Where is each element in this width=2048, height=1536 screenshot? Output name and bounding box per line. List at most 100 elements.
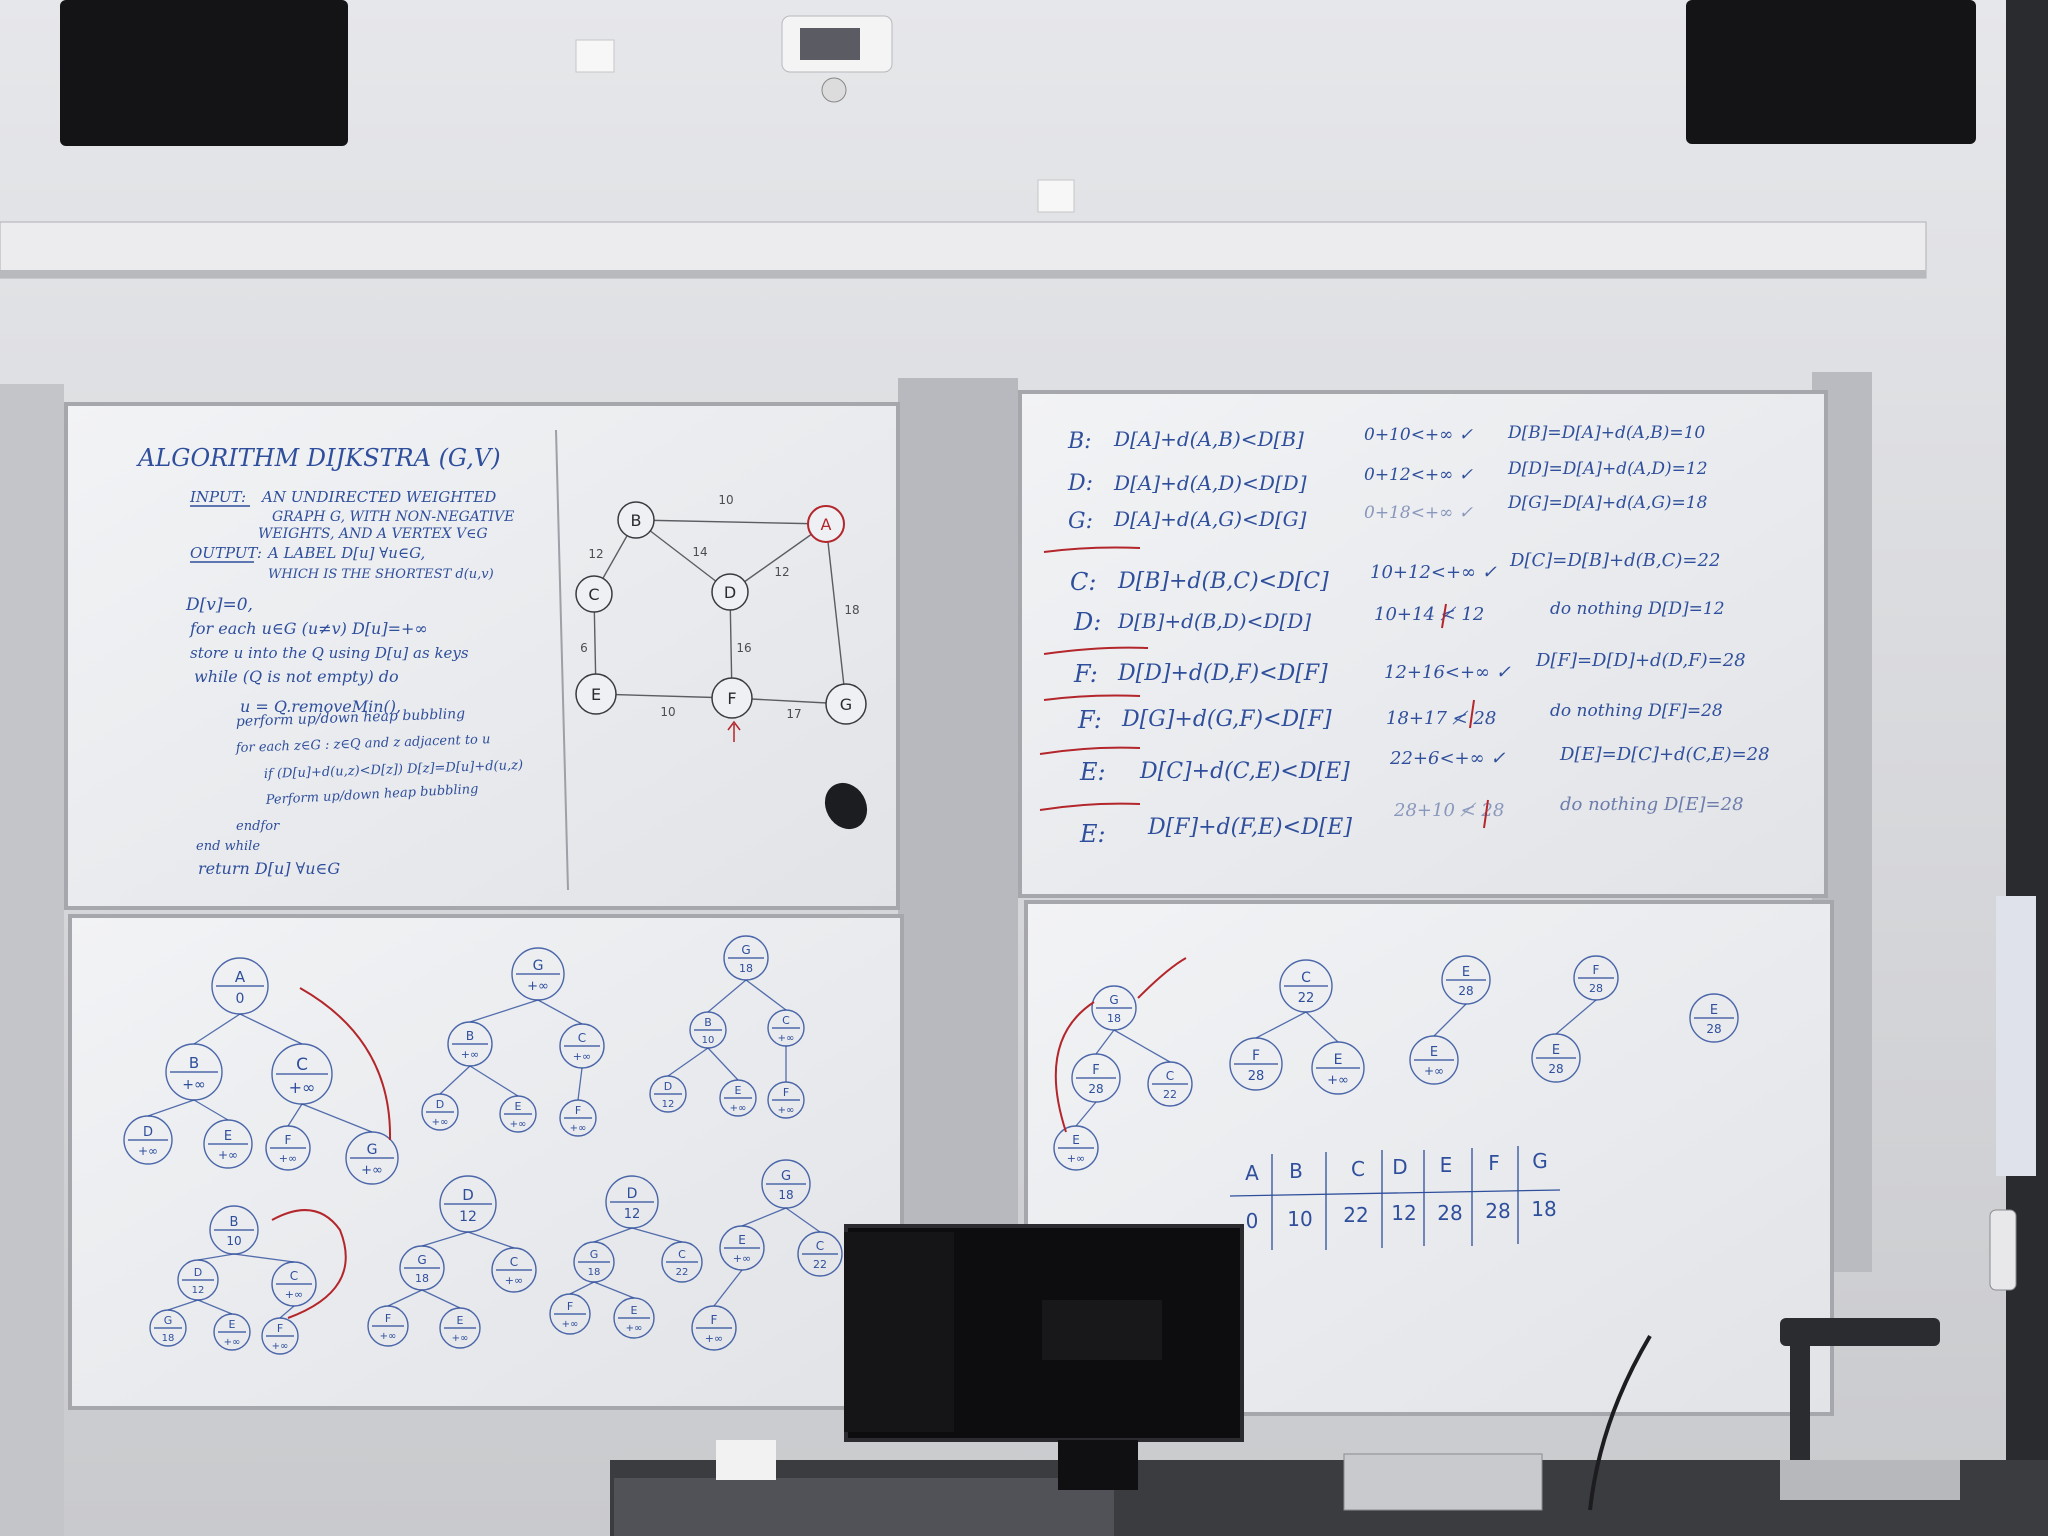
- heap-node-distance: 18: [415, 1272, 429, 1285]
- lectern-top: [614, 1478, 1114, 1536]
- output-line-1: A LABEL D[u] ∀u∈G,: [266, 544, 425, 562]
- heap-node-distance: +∞: [510, 1119, 527, 1130]
- heap-edge: [1075, 1101, 1097, 1127]
- heap-node: [499, 1095, 537, 1133]
- heap-node-distance: +∞: [562, 1319, 579, 1330]
- heap-tree: G+∞B+∞C+∞D+∞E+∞F+∞: [421, 947, 605, 1137]
- heap-edge: [167, 1299, 199, 1311]
- heap-node-distance: +∞: [289, 1078, 316, 1097]
- heap-tree: A0B+∞C+∞D+∞E+∞F+∞G+∞: [123, 957, 399, 1185]
- pseudocode-block: ALGORITHM DIJKSTRA (G,V) INPUT: AN UNDIR…: [136, 444, 523, 878]
- heap-node: [1531, 1033, 1581, 1083]
- graph-node-c: C: [588, 585, 599, 604]
- step-8-calc: 22+6<+∞ ✓: [1389, 748, 1505, 769]
- heap-node-distance: +∞: [218, 1148, 238, 1162]
- heap-node: [1229, 1037, 1283, 1091]
- heap-node-distance: 18: [162, 1333, 175, 1344]
- heap-edge: [197, 1299, 233, 1315]
- heap-node-key: D: [194, 1266, 202, 1279]
- heap-node: [613, 1297, 655, 1339]
- heap-node: [723, 935, 769, 981]
- heap-node: [1573, 955, 1619, 1001]
- heap-node-distance: +∞: [570, 1123, 587, 1134]
- heap-node-key: C: [578, 1031, 586, 1045]
- tissue-box: [716, 1440, 776, 1480]
- heap-node-key: E: [1072, 1133, 1080, 1147]
- step-5-calc: 10+14 ≮ 12: [1374, 604, 1484, 625]
- heap-edge: [469, 1065, 519, 1097]
- heap-node-distance: +∞: [224, 1337, 241, 1348]
- heap-node: [421, 1093, 459, 1131]
- heap-node-key: F: [567, 1300, 573, 1313]
- heap-node: [447, 1021, 493, 1067]
- right-wall-dark: [2006, 0, 2048, 1536]
- code-line-4: while (Q is not empty) do: [194, 667, 399, 686]
- heap-edge: [667, 1047, 709, 1077]
- heap-node-key: B: [189, 1054, 199, 1072]
- step-5-result: do nothing D[D]=12: [1550, 599, 1725, 619]
- step-5-cond: D[B]+d(B,D)<D[D]: [1117, 609, 1311, 633]
- heap-node-key: E: [457, 1314, 464, 1327]
- step-7-node: F:: [1077, 706, 1102, 734]
- heap-node-key: E: [515, 1100, 522, 1113]
- heap-node: [689, 1011, 727, 1049]
- step-4-node: C:: [1070, 568, 1096, 596]
- heap-edge: [741, 1207, 787, 1227]
- control-box: [1343, 1453, 1543, 1511]
- table-value-f: 28: [1485, 1199, 1510, 1223]
- heap-edge: [1095, 1029, 1115, 1055]
- table-value-b: 10: [1287, 1207, 1312, 1231]
- step-9-cond: D[F]+d(F,E)<D[E]: [1147, 815, 1352, 840]
- table-header-c: C: [1351, 1157, 1365, 1181]
- heap-node-key: C: [296, 1055, 308, 1075]
- heap-node-key: E: [735, 1084, 742, 1097]
- heap-edge: [593, 1281, 635, 1299]
- heap-node-distance: 18: [778, 1188, 793, 1202]
- heap-node-distance: +∞: [1424, 1064, 1444, 1078]
- graph-nodes: [575, 501, 867, 725]
- whiteboard-left-upper: [64, 402, 900, 910]
- heap-node-distance: +∞: [573, 1050, 591, 1063]
- heap-node: [797, 1231, 843, 1277]
- graph-node-e: E: [591, 685, 601, 704]
- step-9-node: E:: [1079, 820, 1106, 848]
- code-line-1: D[v]=0,: [185, 595, 253, 615]
- heap-node-key: C: [510, 1255, 518, 1269]
- heap-node-key: F: [711, 1313, 718, 1327]
- graph-node-f: F: [727, 689, 736, 708]
- heap-edge: [631, 1227, 683, 1243]
- step-4-calc: 10+12<+∞ ✓: [1370, 562, 1497, 583]
- heap-node: [213, 1313, 251, 1351]
- heap-node-key: E: [229, 1318, 236, 1331]
- heap-node-distance: 18: [739, 962, 753, 975]
- heap-edge: [577, 1067, 583, 1101]
- step-7-cond: D[G]+d(G,F)<D[F]: [1121, 707, 1332, 732]
- heap-node-key: G: [417, 1253, 426, 1267]
- heap-edge: [467, 1231, 515, 1249]
- heap-node-distance: 22: [676, 1267, 689, 1278]
- heap-node: [1441, 955, 1491, 1005]
- heap-edge: [569, 1281, 595, 1295]
- heap-node: [367, 1305, 409, 1347]
- heap-node: [649, 1075, 687, 1113]
- heap-node-key: G: [533, 958, 544, 974]
- output-label: OUTPUT:: [190, 544, 262, 562]
- heap-node-key: G: [590, 1248, 599, 1261]
- heap-node: [719, 1225, 765, 1271]
- heap-node: [271, 1261, 317, 1307]
- heap-node-distance: 0: [236, 991, 245, 1007]
- heap-edge: [233, 1253, 295, 1263]
- heap-edge: [785, 1207, 821, 1233]
- heap-node-distance: +∞: [279, 1152, 297, 1165]
- heap-node: [265, 1125, 311, 1171]
- heap-node-distance: +∞: [452, 1333, 469, 1344]
- heap-node-key: C: [1301, 970, 1311, 986]
- input-line-3: WEIGHTS, AND A VERTEX V∈G: [258, 526, 488, 542]
- heap-edge: [745, 979, 787, 1011]
- heap-edge: [287, 1103, 303, 1127]
- table-value-a: 0: [1246, 1209, 1259, 1233]
